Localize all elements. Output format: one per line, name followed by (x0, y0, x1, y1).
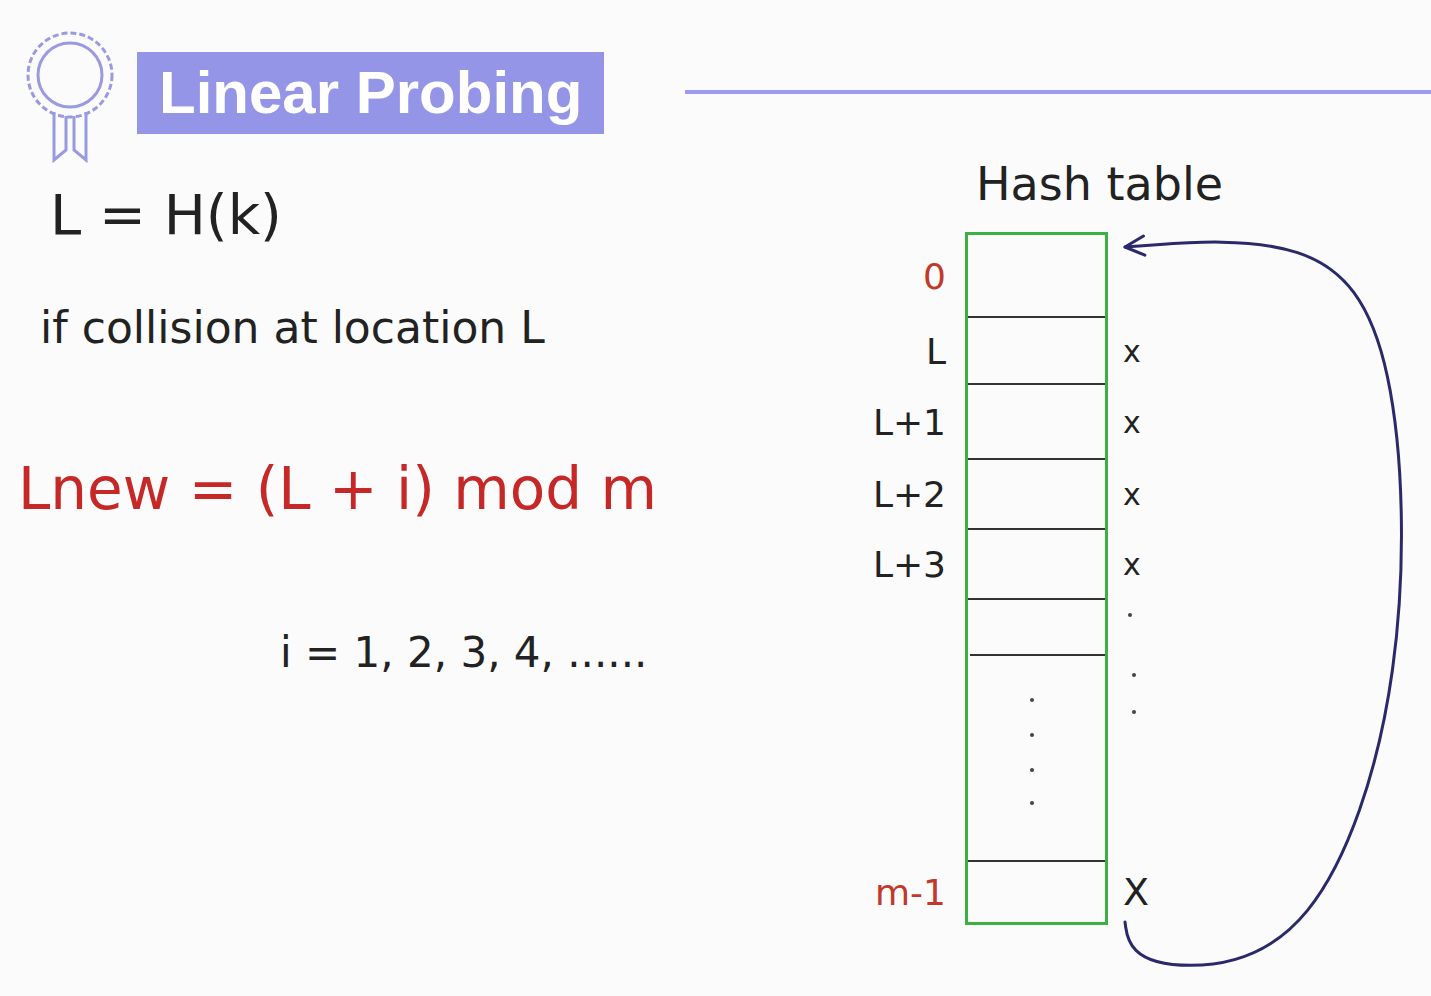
wrap-around-arrow (1125, 242, 1401, 965)
occupied-mark: x (1123, 404, 1141, 439)
row-index: L+1 (873, 401, 946, 442)
hash-table: Hash table0LxL+1xL+2xL+3xm-1X (965, 232, 1108, 925)
table-slot: m-1X (968, 860, 1105, 922)
note-text: L = H(k) (50, 182, 282, 247)
note-text: i = 1, 2, 3, 4, ...... (280, 628, 647, 677)
table-slot: L+1x (968, 385, 1105, 460)
table-slot: L+3x (968, 530, 1105, 600)
row-index: L+3 (873, 544, 946, 585)
table-slot: L+2x (968, 460, 1105, 530)
table-slot: Lx (968, 318, 1105, 385)
occupied-mark: X (1123, 870, 1149, 914)
occupied-mark: x (1123, 477, 1141, 512)
row-index: m-1 (875, 872, 946, 913)
badge-icon (28, 33, 112, 160)
title-banner: Linear Probing (137, 52, 604, 134)
row-index: 0 (923, 255, 946, 296)
note-text: if collision at location L (40, 302, 545, 353)
row-line (970, 654, 1108, 656)
row-index: L (926, 330, 946, 371)
title-rule (685, 90, 1431, 94)
ellipsis-dots (1030, 613, 1136, 805)
formula: Lnew = (L + i) mod m (18, 455, 657, 523)
occupied-mark: x (1123, 547, 1141, 582)
row-index: L+2 (873, 474, 946, 515)
table-slot: 0 (968, 235, 1105, 318)
occupied-mark: x (1123, 333, 1141, 368)
table-heading: Hash table (976, 157, 1223, 211)
